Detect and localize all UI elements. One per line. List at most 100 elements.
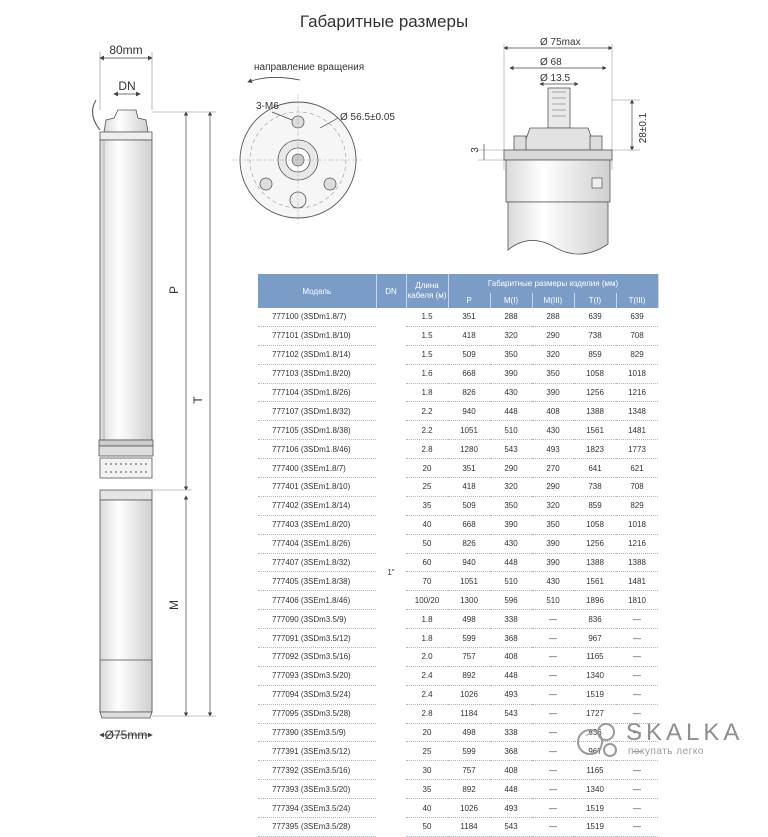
cell-value: —	[616, 609, 659, 630]
cell-cable: 100/20	[406, 590, 448, 611]
cell-value: —	[532, 628, 574, 649]
cell-value: 320	[490, 326, 532, 346]
cell-value: 1896	[574, 590, 616, 611]
cell-value: 859	[574, 496, 616, 516]
cell-model: 777091 (3SDm3.5/12)	[258, 628, 376, 649]
flange-side-view: Ø 75max Ø 68 Ø 13.5 28±0.1 3	[470, 37, 649, 255]
cell-value: 1727	[574, 704, 616, 724]
cell-value: 448	[490, 779, 532, 800]
cell-value: 510	[490, 571, 532, 592]
cell-cable: 1.8	[406, 609, 448, 630]
cell-value: —	[616, 666, 659, 686]
cell-value: 1058	[574, 364, 616, 384]
cell-value: 1481	[616, 571, 659, 592]
cell-model: 777391 (3SEm3.5/12)	[258, 741, 376, 762]
cell-value: 1058	[574, 515, 616, 535]
cell-cable: 35	[406, 779, 448, 800]
cell-value: 368	[490, 741, 532, 762]
cell-value: 288	[532, 308, 574, 327]
header-t3: T(III)	[616, 293, 659, 308]
cell-value: 351	[448, 308, 490, 327]
cell-value: 1051	[448, 420, 490, 441]
cell-value: 738	[574, 477, 616, 497]
cell-model: 777404 (3SEm1.8/26)	[258, 534, 376, 554]
cell-model: 777405 (3SEm1.8/38)	[258, 571, 376, 592]
cell-model: 777103 (3SDm1.8/20)	[258, 364, 376, 384]
cell-value: 390	[490, 364, 532, 384]
cell-value: 448	[490, 666, 532, 686]
logo-name: SKALKA	[626, 719, 744, 746]
flange-top-view: направление вращения 3-M6 Ø 56.5±0.05	[232, 62, 395, 226]
cell-value: 1388	[616, 553, 659, 573]
cell-value: 639	[574, 308, 616, 327]
dim-m-label: M	[167, 600, 181, 610]
cell-value: —	[532, 647, 574, 667]
cell-cable: 25	[406, 477, 448, 497]
cell-value: 829	[616, 496, 659, 516]
cell-model: 777393 (3SEm3.5/20)	[258, 779, 376, 800]
cell-value: 757	[448, 647, 490, 667]
cell-value: 1256	[574, 383, 616, 403]
cell-value: 543	[490, 817, 532, 837]
cell-value: 338	[490, 609, 532, 630]
cell-value: 408	[490, 647, 532, 667]
cell-value: —	[532, 704, 574, 724]
bubbles-logo-icon	[577, 723, 617, 757]
dim28-label: 28±0.1	[638, 112, 649, 143]
technical-drawing: 80mm DN P T M	[91, 37, 649, 742]
width-80-label: 80mm	[109, 43, 142, 57]
page-title: Габаритные размеры	[299, 12, 469, 31]
cell-value: 1216	[616, 534, 659, 554]
cell-value: 859	[574, 345, 616, 365]
cell-value: 498	[448, 609, 490, 630]
cell-value: 1184	[448, 704, 490, 724]
cell-model: 777094 (3SDm3.5/24)	[258, 685, 376, 705]
cell-model: 777390 (3SEm3.5/9)	[258, 723, 376, 743]
cell-value: 1340	[574, 779, 616, 800]
cell-model: 777090 (3SDm3.5/9)	[258, 609, 376, 630]
cell-value: 1026	[448, 685, 490, 705]
cell-value: 493	[532, 439, 574, 460]
cell-value: 1773	[616, 439, 659, 460]
dia75max-label: Ø 75max	[540, 37, 581, 48]
header-dn: DN	[376, 274, 407, 308]
cell-model: 777400 (3SEm1.8/7)	[258, 458, 376, 479]
cell-model: 777403 (3SEm1.8/20)	[258, 515, 376, 535]
cell-value: 829	[616, 345, 659, 365]
cell-value: 350	[490, 345, 532, 365]
cell-value: 510	[490, 420, 532, 441]
cell-cable: 60	[406, 553, 448, 573]
cell-model: 777107 (3SDm1.8/32)	[258, 401, 376, 422]
cell-value: —	[616, 647, 659, 667]
cell-value: 510	[532, 590, 574, 611]
cell-value: 940	[448, 401, 490, 422]
cell-value: 1823	[574, 439, 616, 460]
cell-model: 777406 (3SEm1.8/46)	[258, 590, 376, 611]
cell-value: —	[616, 685, 659, 705]
cell-model: 777102 (3SDm1.8/14)	[258, 345, 376, 365]
cell-model: 777100 (3SDm1.8/7)	[258, 308, 376, 327]
pcd-label: Ø 56.5±0.05	[340, 112, 395, 123]
cell-value: 288	[490, 308, 532, 327]
cell-value: 290	[532, 326, 574, 346]
cell-value: —	[616, 704, 659, 724]
cell-cable: 50	[406, 817, 448, 837]
cell-cable: 30	[406, 760, 448, 781]
cell-value: —	[532, 741, 574, 762]
cell-cable: 2.2	[406, 420, 448, 441]
cell-value: 1018	[616, 515, 659, 535]
cell-value: 1300	[448, 590, 490, 611]
header-t1: T(I)	[574, 293, 617, 308]
cell-value: 1519	[574, 817, 616, 837]
dia13-label: Ø 13.5	[540, 73, 570, 84]
